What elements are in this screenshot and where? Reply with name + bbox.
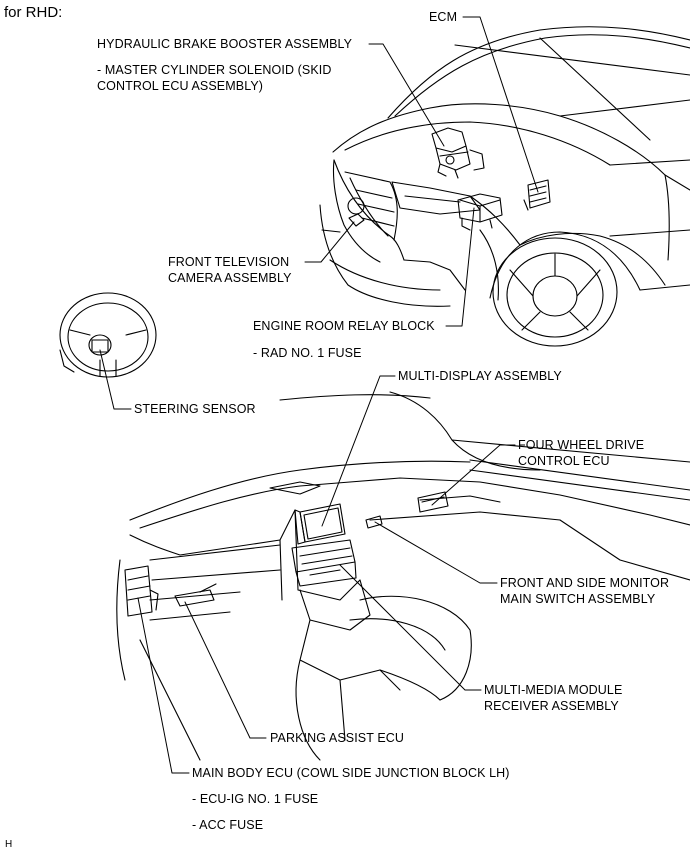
label-front-tv-line2: CAMERA ASSEMBLY [168, 271, 292, 285]
vehicle-interior-drawing [116, 391, 690, 761]
multimedia-receiver-drawing [291, 539, 357, 587]
label-monitor-line2: MAIN SWITCH ASSEMBLY [500, 592, 656, 606]
label-main-body-sub2: - ACC FUSE [192, 818, 264, 832]
front-camera-drawing [348, 213, 365, 227]
label-main-body-sub1: - ECU-IG NO. 1 FUSE [192, 792, 319, 806]
label-brake-sub-line2: CONTROL ECU ASSEMBLY) [97, 79, 264, 93]
monitor-switch-drawing [365, 515, 383, 529]
figure-code: H [5, 839, 13, 850]
label-brake-booster: HYDRAULIC BRAKE BOOSTER ASSEMBLY [97, 37, 353, 51]
label-media-line2: RECEIVER ASSEMBLY [484, 699, 619, 713]
brake-booster-assembly-drawing [431, 127, 485, 179]
leader-lines [99, 16, 539, 774]
label-media-line1: MULTI-MEDIA MODULE [484, 683, 623, 697]
main-body-ecu-drawing [124, 565, 159, 617]
label-engine-room-relay-sub: - RAD NO. 1 FUSE [253, 346, 362, 360]
multi-display-drawing [294, 503, 346, 545]
label-multi-display: MULTI-DISPLAY ASSEMBLY [398, 369, 562, 383]
ecm-drawing [523, 179, 551, 211]
label-engine-room-relay: ENGINE ROOM RELAY BLOCK [253, 319, 435, 333]
label-parking-assist: PARKING ASSIST ECU [270, 731, 405, 745]
steering-wheel-drawing [59, 292, 157, 378]
label-brake-sub-line1: - MASTER CYLINDER SOLENOID (SKID [97, 63, 332, 77]
label-steering-sensor: STEERING SENSOR [134, 402, 256, 416]
engine-relay-block-drawing [457, 193, 503, 231]
label-main-body-ecu: MAIN BODY ECU (COWL SIDE JUNCTION BLOCK … [192, 766, 510, 780]
diagram-heading: for RHD: [4, 4, 63, 21]
parking-assist-ecu-drawing [174, 583, 217, 607]
label-front-tv-line1: FRONT TELEVISION [168, 255, 290, 269]
label-fwd-line1: FOUR WHEEL DRIVE [518, 438, 645, 452]
vehicle-exterior-drawing [319, 26, 690, 347]
label-fwd-line2: CONTROL ECU [518, 454, 610, 468]
label-monitor-line1: FRONT AND SIDE MONITOR [500, 576, 670, 590]
label-ecm: ECM [429, 10, 458, 24]
